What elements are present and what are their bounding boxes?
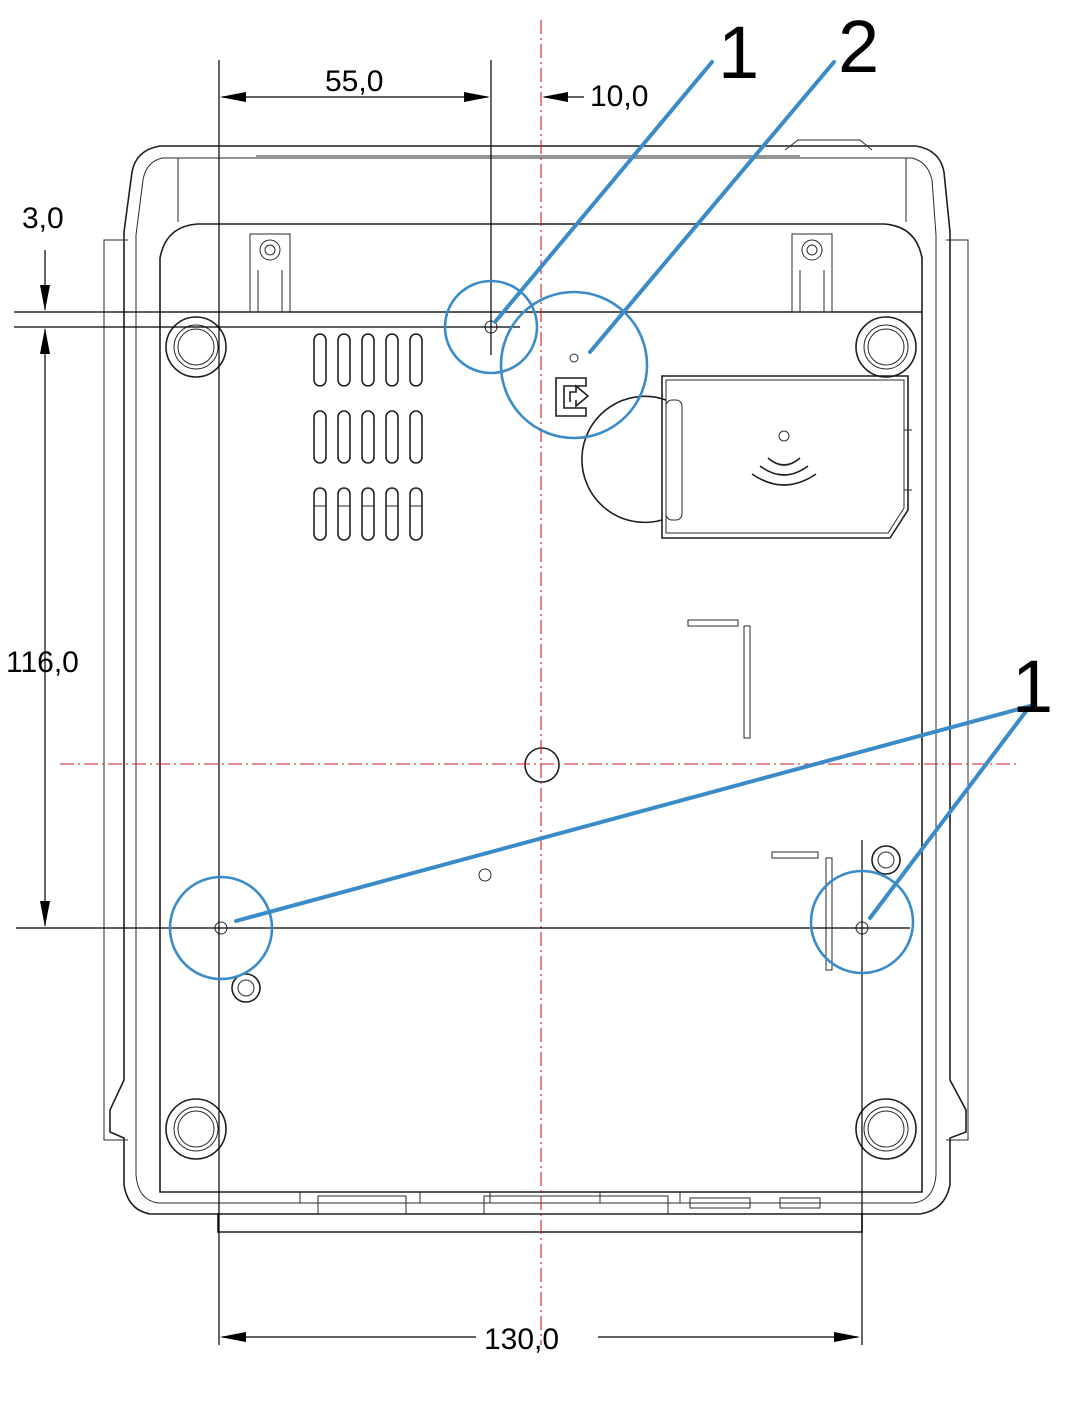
vent-slot bbox=[361, 410, 375, 464]
dimension-lines bbox=[14, 60, 910, 1345]
vent-slot bbox=[361, 333, 375, 387]
small-hole bbox=[478, 868, 492, 882]
battery-cover bbox=[581, 375, 912, 539]
vent-slot bbox=[337, 333, 351, 387]
dimension-10-label: 10,0 bbox=[590, 80, 648, 113]
callout-label-1-bottom: 1 bbox=[1012, 645, 1053, 728]
vent-slot bbox=[313, 487, 327, 541]
rubber-feet bbox=[165, 316, 917, 1160]
latch-right bbox=[791, 233, 833, 313]
screw-right bbox=[871, 845, 901, 875]
vent-slot bbox=[385, 487, 399, 541]
callout-2-sensor bbox=[499, 60, 836, 440]
dimension-130-label: 130,0 bbox=[484, 1323, 559, 1356]
vent-slot bbox=[409, 410, 423, 464]
center-hole bbox=[524, 747, 560, 783]
vent-slot bbox=[361, 487, 375, 541]
wireless-signal-icon bbox=[751, 430, 817, 486]
sensor-hole bbox=[569, 353, 579, 363]
vent-slot bbox=[385, 410, 399, 464]
foot-top-right bbox=[855, 316, 917, 378]
dimension-116-label: 116,0 bbox=[6, 646, 79, 679]
vent-slot bbox=[313, 333, 327, 387]
screw-bottom-left bbox=[231, 973, 261, 1003]
vent-slot bbox=[409, 333, 423, 387]
callout-1-top bbox=[443, 60, 714, 375]
callout-1-bottom bbox=[168, 704, 1032, 981]
mounting-sensor-icon bbox=[555, 377, 590, 417]
vent-slot bbox=[409, 487, 423, 541]
callout-label-1-top: 1 bbox=[718, 11, 759, 94]
vent-slot bbox=[313, 410, 327, 464]
label-marks bbox=[687, 619, 833, 971]
dimension-3-label: 3,0 bbox=[22, 202, 64, 235]
latch-left bbox=[249, 233, 291, 313]
ventilation-slots bbox=[313, 333, 423, 541]
foot-top-left bbox=[165, 316, 227, 378]
callout-label-2: 2 bbox=[838, 5, 879, 88]
vent-slot bbox=[337, 410, 351, 464]
foot-bottom-left bbox=[165, 1098, 227, 1160]
dimension-55-label: 55,0 bbox=[325, 65, 383, 98]
vent-slot bbox=[337, 487, 351, 541]
foot-bottom-right bbox=[855, 1098, 917, 1160]
vent-slot bbox=[385, 333, 399, 387]
